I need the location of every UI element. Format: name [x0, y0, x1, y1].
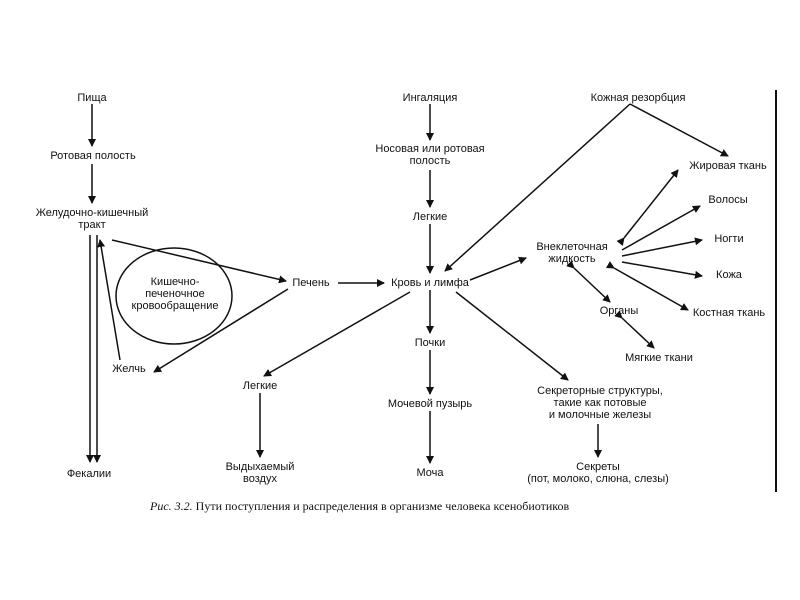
node-pechen: Печень — [292, 277, 330, 289]
arrow-zhkt-to-pechen — [111, 239, 287, 284]
node-vnekletochnaya: Внеклеточная жидкость — [536, 241, 608, 265]
arrow-pechen-to-zhelch — [153, 288, 289, 373]
node-zhelch: Желчь — [112, 363, 146, 375]
node-vydyhaemyy-vozduh: Выдыхаемый воздух — [225, 461, 295, 485]
arrow-kozhnaya-to-krov — [444, 103, 631, 272]
arrow-krov-to-sekretornye — [455, 291, 569, 381]
node-kishechno-pechenochnoe: Кишечно- печеночное кровообращение — [131, 276, 219, 312]
node-nosovaya-polost: Носовая или ротовая полость — [375, 143, 485, 167]
arrow-vnekletochnaya-volosy — [621, 205, 701, 251]
arrow-zhelch-to-zhkt — [97, 239, 121, 361]
node-ingalyaciya: Ингаляция — [402, 92, 458, 104]
node-sekrety: Секреты (пот, молоко, слюна, слезы) — [527, 461, 669, 485]
node-legkie-top: Легкие — [412, 211, 448, 223]
node-pishcha: Пища — [77, 92, 107, 104]
node-fekalii: Фекалии — [66, 468, 112, 480]
arrow-krov-to-legkie-bottom — [263, 291, 411, 377]
node-pochki: Почки — [414, 337, 446, 349]
arrow-vnekletochnaya-nogti — [621, 237, 703, 257]
node-kozhnaya-rezorbciya: Кожная резорбция — [590, 92, 686, 104]
arrow-krov-to-vnekletochnaya — [469, 256, 527, 281]
node-kostnaya-tkan: Костная ткань — [692, 307, 766, 319]
enterohepatic-circle — [115, 247, 233, 345]
arrow-organy-myagkie — [614, 310, 655, 349]
caption-text: Пути поступления и распределения в орган… — [195, 499, 570, 513]
node-myagkie-tkani: Мягкие ткани — [625, 352, 693, 364]
node-zhkt: Желудочно-кишечный тракт — [35, 207, 149, 231]
arrow-vnekletochnaya-kozha — [621, 261, 703, 279]
arrow-vnekletochnaya-kostnaya — [605, 261, 689, 311]
arrow-kozhnaya-to-zhirovaya — [629, 103, 729, 157]
node-legkie-bottom: Легкие — [242, 380, 278, 392]
figure-caption: Рис. 3.2. Пути поступления и распределен… — [150, 499, 710, 514]
node-nogti: Ногти — [714, 233, 744, 245]
node-krov-limfa: Кровь и лимфа — [391, 277, 469, 289]
node-mochevoy-puzyr: Мочевой пузырь — [387, 398, 473, 410]
arrow-vnekletochnaya-zhirovaya — [616, 169, 679, 246]
node-sekretornye: Секреторные структуры, такие как потовые… — [537, 385, 663, 421]
node-mocha: Моча — [416, 467, 444, 479]
node-volosy: Волосы — [708, 194, 748, 206]
node-kozha: Кожа — [716, 269, 742, 281]
node-organy: Органы — [599, 305, 639, 317]
node-zhirovaya-tkan: Жировая ткань — [689, 160, 767, 172]
caption-label: Рис. 3.2. — [150, 499, 193, 513]
node-rotovaya-polost: Ротовая полость — [50, 150, 136, 162]
arrow-vnekletochnaya-organy — [566, 260, 611, 303]
